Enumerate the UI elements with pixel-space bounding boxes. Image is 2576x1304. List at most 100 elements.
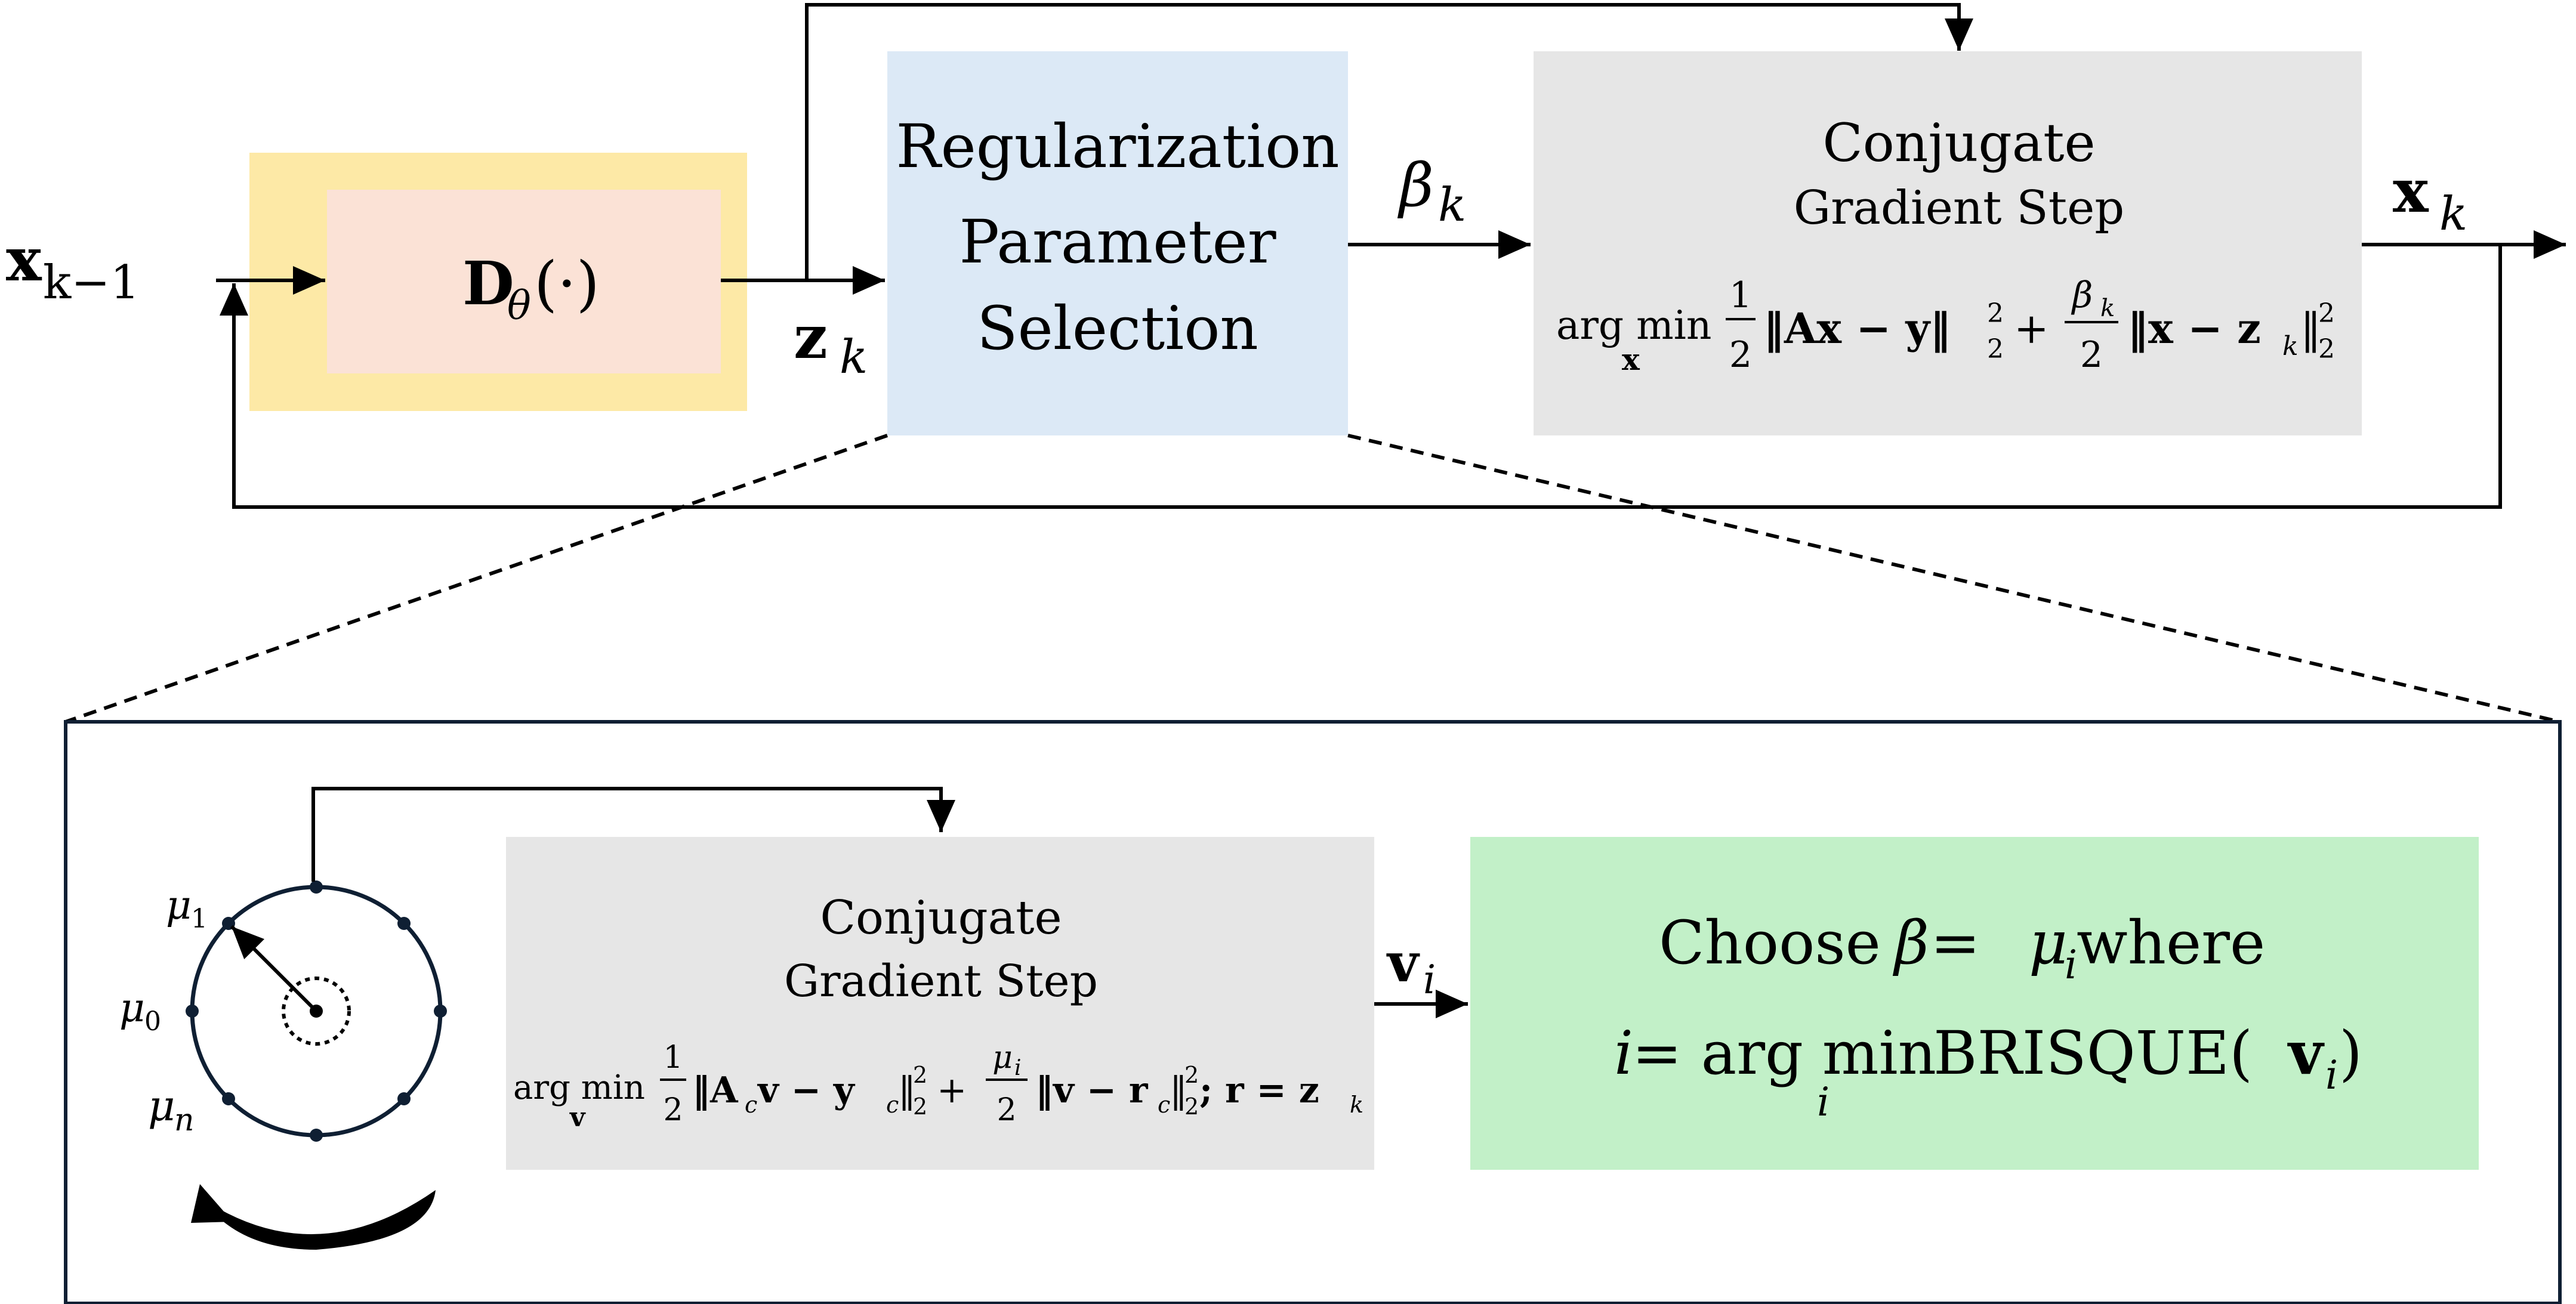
- svg-text:1: 1: [663, 1040, 683, 1076]
- mu-selector-wheel: [186, 880, 447, 1142]
- svg-text:k: k: [840, 330, 868, 384]
- svg-text:2: 2: [1184, 1093, 1199, 1120]
- svg-text:v: v: [1386, 931, 1420, 994]
- svg-text:x: x: [1622, 342, 1640, 377]
- svg-text:‖Ax − y‖: ‖Ax − y‖: [1763, 304, 1951, 353]
- svg-text:z: z: [794, 302, 828, 372]
- svg-text:‖: ‖: [898, 1070, 916, 1111]
- cg-top-line2: Gradient Step: [1794, 181, 2124, 235]
- mu-point: [310, 1129, 323, 1142]
- svg-text:v: v: [2287, 1018, 2325, 1088]
- svg-text:2: 2: [2080, 334, 2103, 376]
- cg-box-bottom: [506, 837, 1374, 1170]
- svg-text:Choose: Choose: [1659, 908, 1881, 978]
- svg-text:c: c: [886, 1092, 899, 1118]
- mu-point: [186, 1005, 199, 1018]
- svg-text:i: i: [2065, 942, 2077, 988]
- mu1-label: μ 1: [166, 882, 208, 934]
- input-label: x k−1: [6, 224, 140, 310]
- svg-text:‖: ‖: [1170, 1070, 1187, 1111]
- choose-line1: Choose β = μ i where: [1659, 908, 2265, 988]
- svg-text:x: x: [2393, 156, 2429, 226]
- skip-connection-arrow: [805, 3, 1973, 280]
- svg-text:c: c: [745, 1092, 757, 1118]
- rotation-arrow-icon: [191, 1184, 436, 1250]
- svg-text:‖x − z: ‖x − z: [2127, 304, 2261, 353]
- svg-text:(·): (·): [534, 249, 600, 319]
- svg-text:μ: μ: [166, 882, 192, 928]
- svg-text:2: 2: [913, 1093, 927, 1120]
- svg-text:k: k: [2439, 187, 2467, 241]
- svg-text:0: 0: [144, 1006, 161, 1037]
- svg-text:= arg min: = arg min: [1632, 1018, 1936, 1088]
- svg-text:2: 2: [1184, 1062, 1199, 1088]
- cg-top-equation: arg min x 1 2 ‖Ax − y‖ 2 2 + β k 2 ‖x − …: [1556, 274, 2335, 377]
- svg-text:i: i: [1614, 1018, 1633, 1088]
- svg-text:‖A: ‖A: [692, 1070, 739, 1111]
- cg-box-top: [1534, 51, 2362, 435]
- svg-text:i: i: [2325, 1052, 2338, 1098]
- svg-text:c: c: [1158, 1092, 1170, 1118]
- svg-text:‖v − r: ‖v − r: [1035, 1070, 1149, 1111]
- reg-box-line1: Regularization: [896, 112, 1339, 181]
- output-label: x k: [2393, 156, 2467, 241]
- svg-text:i: i: [1014, 1056, 1022, 1080]
- detail-frame: [64, 720, 2562, 1304]
- svg-text:2: 2: [1987, 334, 2004, 364]
- svg-text:i: i: [1423, 957, 1436, 1003]
- selector-needle: [230, 925, 318, 1013]
- svg-text:2: 2: [1729, 334, 1752, 376]
- svg-text:1: 1: [191, 904, 208, 934]
- svg-text:+: +: [2014, 304, 2049, 353]
- z-label: z k: [794, 302, 868, 384]
- svg-text:arg min: arg min: [1556, 302, 1711, 348]
- svg-text:v: v: [569, 1102, 586, 1133]
- svg-text:β: β: [1397, 150, 1434, 220]
- reg-box-line3: Selection: [977, 293, 1258, 363]
- svg-text:; r = z: ; r = z: [1199, 1070, 1319, 1111]
- denoiser-label: D θ (·): [462, 248, 600, 329]
- choose-line2: i = arg min i BRISQUE( v i ): [1614, 1018, 2362, 1125]
- svg-text:1: 1: [1729, 274, 1752, 316]
- svg-text:2: 2: [2318, 334, 2335, 364]
- input-x: x: [6, 224, 42, 295]
- svg-text:2: 2: [1987, 298, 2004, 329]
- v-label: v i: [1386, 931, 1436, 1003]
- regularization-box: [887, 51, 1348, 435]
- svg-text:μ: μ: [992, 1040, 1013, 1076]
- denoiser-inner-box: [327, 190, 721, 373]
- svg-text:μ: μ: [2029, 908, 2068, 978]
- svg-text:k: k: [1438, 178, 1466, 232]
- svg-text:2: 2: [997, 1092, 1016, 1128]
- mu-point: [222, 1092, 235, 1105]
- svg-text:where: where: [2077, 908, 2265, 978]
- svg-text:k: k: [2100, 295, 2115, 322]
- svg-text:2: 2: [2318, 298, 2335, 329]
- cg-top-line1: Conjugate: [1822, 112, 2095, 174]
- svg-text:i: i: [1817, 1079, 1830, 1125]
- mu-point: [434, 1005, 447, 1018]
- beta-label: β k: [1397, 150, 1466, 232]
- svg-text:+: +: [937, 1070, 967, 1111]
- cg-bottom-equation: arg min v 1 2 ‖A c v − y c ‖ 2 2 + μ i 2…: [513, 1040, 1363, 1133]
- svg-text:μ: μ: [119, 985, 145, 1031]
- cg-bottom-line2: Gradient Step: [784, 956, 1098, 1007]
- mu-point: [397, 1092, 411, 1105]
- svg-text:v − y: v − y: [757, 1070, 856, 1111]
- svg-text:β: β: [1892, 908, 1929, 978]
- wheel-to-cg-arrow: [311, 787, 955, 882]
- reg-box-line2: Parameter: [959, 207, 1276, 277]
- svg-text:n: n: [174, 1102, 195, 1138]
- svg-text:): ): [2339, 1018, 2362, 1088]
- feedback-loop-arrow: [220, 245, 2502, 509]
- svg-text:BRISQUE(: BRISQUE(: [1933, 1018, 2253, 1088]
- mun-label: μ n: [148, 1081, 195, 1138]
- mu0-label: μ 0: [119, 985, 161, 1037]
- svg-text:θ: θ: [507, 283, 531, 329]
- svg-text:arg min: arg min: [513, 1068, 645, 1107]
- choose-box: [1470, 837, 2479, 1170]
- cg-bottom-line1: Conjugate: [820, 891, 1062, 945]
- mu-point: [397, 917, 411, 930]
- inner-dotted-circle: [282, 977, 351, 1046]
